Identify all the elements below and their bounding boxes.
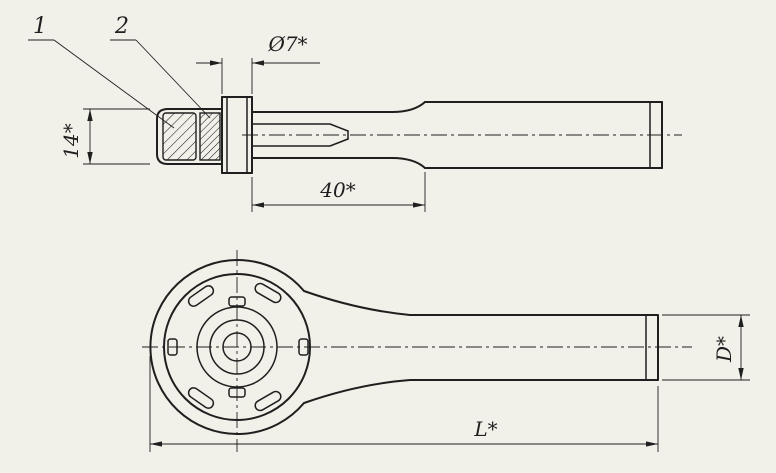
plan-view: D* L*: [142, 250, 750, 452]
part1-die-section: [162, 112, 197, 161]
neck-bottom-edge: [251, 157, 426, 169]
dim-handle-diameter: D*: [662, 314, 750, 381]
dim-label-neck-length: 40*: [319, 178, 355, 202]
dim-head-height: 14*: [59, 108, 150, 165]
callout-2-leader: [135, 39, 211, 119]
neck-slot-bottom: [251, 138, 349, 147]
plan-arc-slots: [187, 282, 282, 412]
arc-slot-lower-left: [187, 387, 215, 409]
dim-overall-length: L*: [149, 356, 659, 452]
side-view: 14* Ø7* 40*: [28, 14, 682, 212]
dim-label-handle-diameter: D*: [712, 336, 736, 363]
dim-hole-diameter: Ø7*: [196, 32, 320, 94]
part2-washer-section: [199, 112, 221, 161]
side-shank: [251, 101, 663, 169]
arc-slot-lower-right: [254, 390, 282, 412]
arc-slot-upper-left: [187, 285, 215, 307]
side-head-outline: [156, 108, 223, 165]
neck-top-edge: [251, 101, 426, 113]
side-head-section: [156, 96, 253, 174]
plan-outline: [149, 259, 659, 435]
dim-label-head-height: 14*: [59, 123, 83, 158]
callout-2: 2: [110, 14, 211, 119]
neck-slot-top: [251, 123, 349, 132]
dim-label-hole-diameter: Ø7*: [267, 32, 307, 56]
dim-neck-length: 40*: [251, 172, 426, 212]
callout-2-label: 2: [114, 14, 129, 39]
dim-label-overall-length: L*: [473, 417, 497, 441]
callout-1-leader: [53, 39, 175, 129]
arc-slot-upper-right: [254, 282, 282, 304]
callout-1: 1: [28, 14, 175, 129]
callout-1-label: 1: [33, 14, 47, 39]
